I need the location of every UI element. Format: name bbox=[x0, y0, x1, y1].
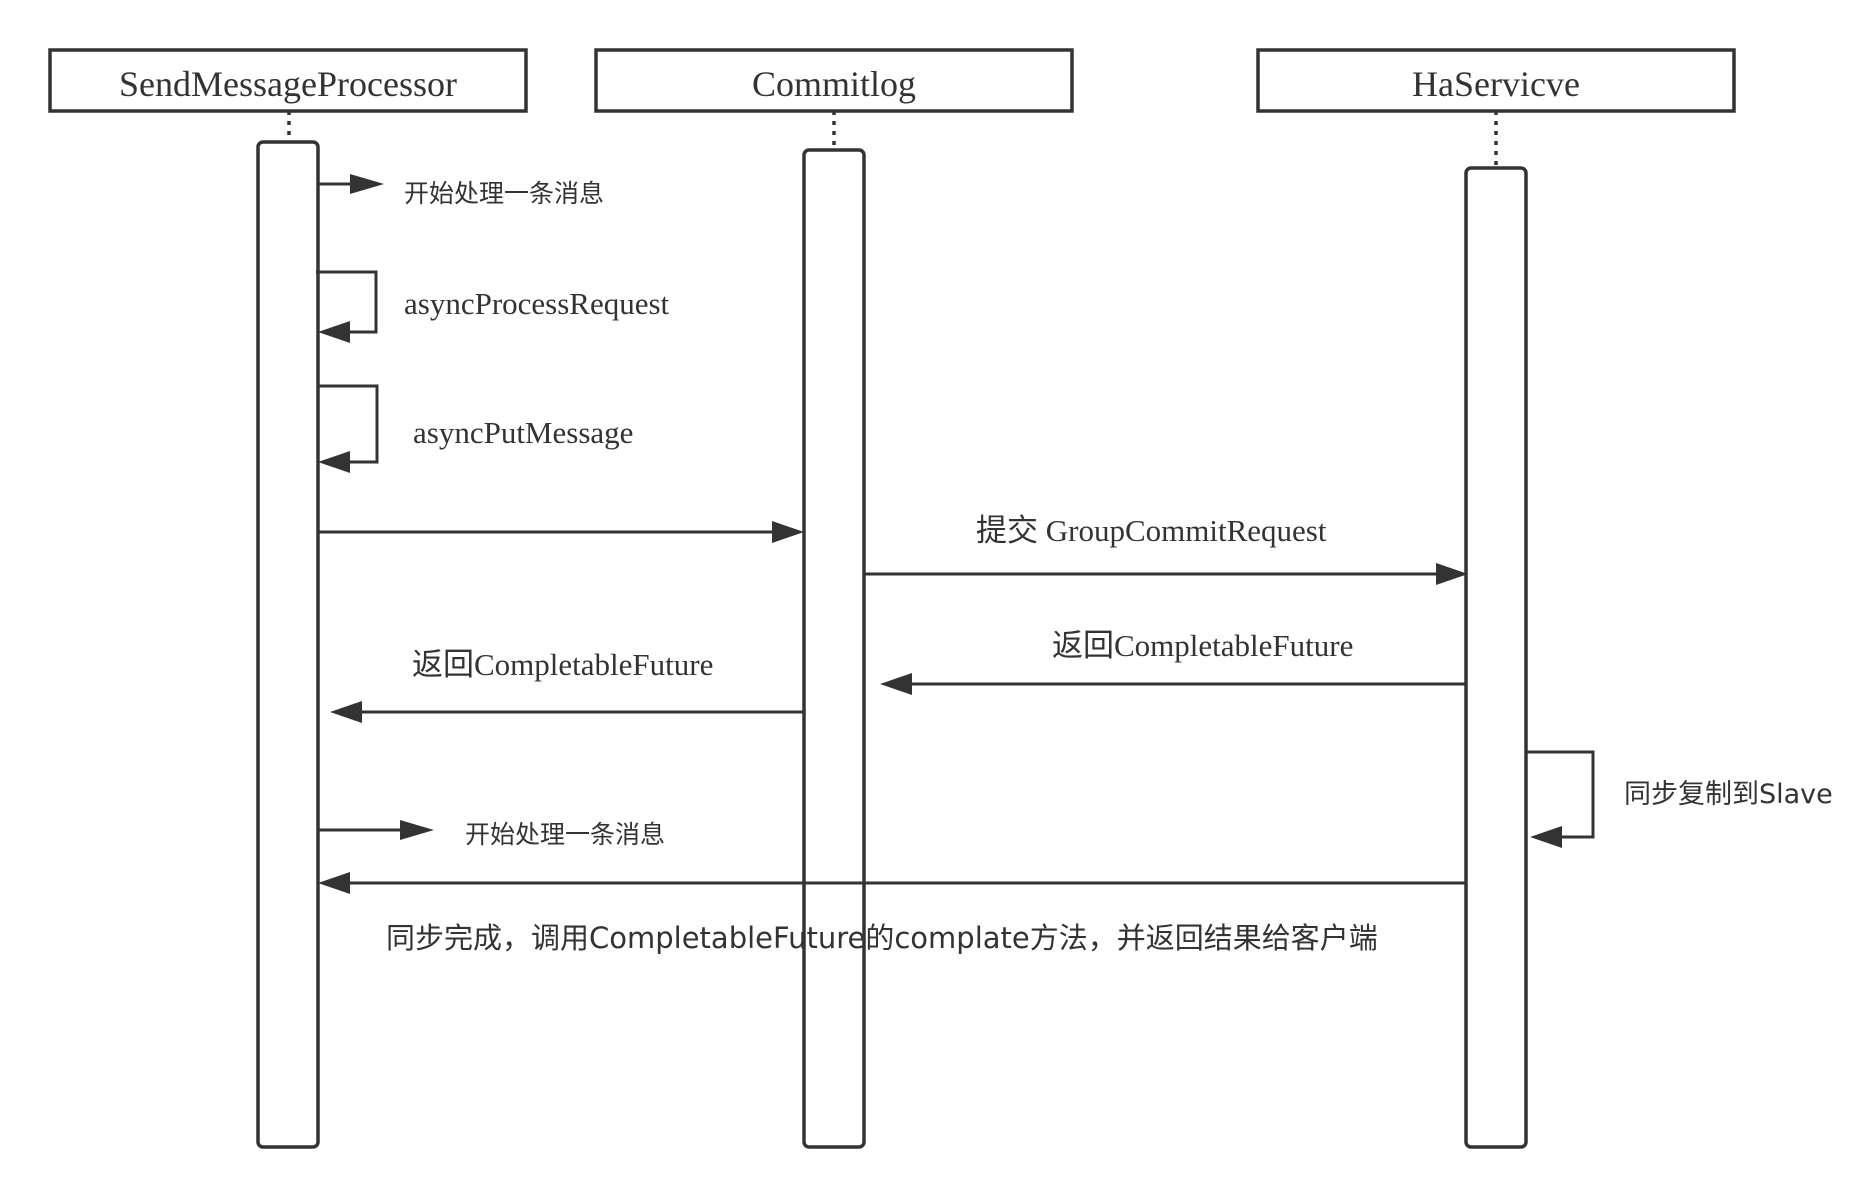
message-label: 返回CompletableFuture bbox=[1052, 628, 1353, 663]
message-return-future-from-commitlog: 返回CompletableFuture bbox=[330, 647, 804, 723]
arrow-head bbox=[350, 174, 384, 194]
arrow-head bbox=[400, 820, 434, 840]
message-line bbox=[1526, 750, 1595, 839]
message-sync-replicate-to-slave: 同步复制到Slave bbox=[1526, 750, 1833, 848]
participant-label: Commitlog bbox=[752, 64, 916, 104]
participant-box bbox=[48, 48, 528, 113]
message-sync-complete: 同步完成，调用CompletableFuture的complate方法，并返回结… bbox=[318, 872, 1466, 955]
message-line bbox=[316, 270, 378, 334]
activation-ha-service bbox=[1464, 166, 1528, 1149]
message-start-processing-1: 开始处理一条消息 bbox=[318, 174, 604, 208]
message-async-put-message: asyncPutMessage bbox=[318, 384, 633, 473]
message-line bbox=[318, 384, 379, 464]
arrow-head bbox=[772, 521, 804, 543]
message-submit-group-commit: 提交 GroupCommitRequest bbox=[864, 513, 1468, 585]
message-label: asyncProcessRequest bbox=[404, 286, 670, 321]
message-to-commitlog bbox=[318, 521, 804, 543]
message-async-process-request: asyncProcessRequest bbox=[316, 270, 670, 343]
participant-commitlog: Commitlog bbox=[594, 48, 1074, 113]
message-label: 开始处理一条消息 bbox=[465, 820, 665, 849]
participant-label: SendMessageProcessor bbox=[119, 64, 457, 104]
activation-commitlog bbox=[802, 148, 866, 1149]
arrow-head bbox=[318, 321, 350, 343]
participant-ha-service: HaServicve bbox=[1256, 48, 1736, 113]
message-label: asyncPutMessage bbox=[413, 415, 633, 450]
message-return-future-from-ha: 返回CompletableFuture bbox=[880, 628, 1466, 695]
message-label: 开始处理一条消息 bbox=[404, 179, 604, 208]
message-label: 提交 GroupCommitRequest bbox=[976, 513, 1327, 548]
message-label: 同步完成，调用CompletableFuture的complate方法，并返回结… bbox=[386, 921, 1378, 955]
participant-box bbox=[594, 48, 1074, 113]
arrow-head bbox=[318, 451, 350, 473]
activation-send-message-processor bbox=[256, 140, 320, 1149]
message-start-processing-2: 开始处理一条消息 bbox=[318, 820, 665, 849]
message-label: 返回CompletableFuture bbox=[412, 647, 713, 682]
message-label: 同步复制到Slave bbox=[1624, 779, 1833, 810]
arrow-head bbox=[880, 673, 912, 695]
participant-send-message-processor: SendMessageProcessor bbox=[48, 48, 528, 113]
arrow-head bbox=[318, 872, 350, 894]
arrow-head bbox=[1530, 826, 1562, 848]
arrow-head bbox=[1436, 563, 1468, 585]
arrow-head bbox=[330, 701, 362, 723]
participant-label: HaServicve bbox=[1412, 64, 1580, 104]
